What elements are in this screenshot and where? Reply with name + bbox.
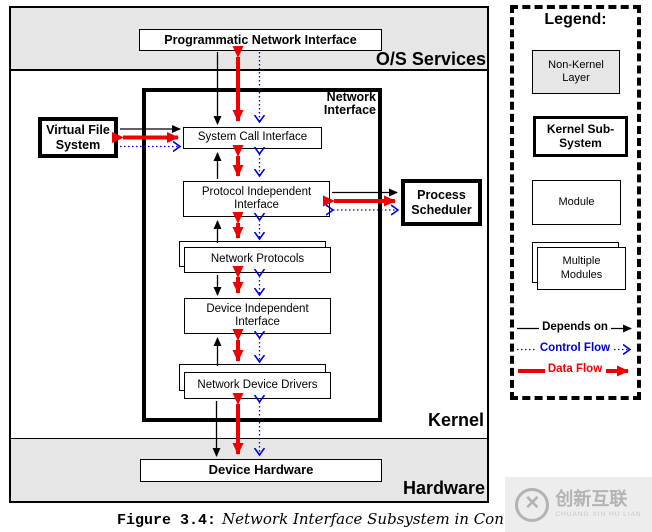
network-interface-subsystem-label: Network Interface (323, 90, 376, 118)
os-services-label: O/S Services (375, 49, 486, 69)
legend-depends-on-label: Depends on (538, 321, 612, 333)
process-scheduler-box: Process Scheduler (401, 179, 482, 226)
device-independent-interface-box: Device Independent Interface (184, 298, 331, 334)
watermark-logo-icon: ✕ (515, 487, 550, 522)
legend-multiple-modules: Multiple Modules (537, 247, 626, 290)
watermark-name: 创新互联 (555, 489, 628, 510)
figure-caption-number: Figure 3.4: (117, 512, 217, 529)
virtual-file-system-box: Virtual File System (38, 117, 118, 158)
legend-data-flow-label: Data Flow (542, 363, 608, 375)
watermark: ✕ 创新互联 CHUANG XIN HU LIAN (505, 477, 652, 532)
figure-caption: Figure 3.4: Network Interface Subsystem i… (117, 510, 647, 529)
protocol-independent-interface-box: Protocol Independent Interface (183, 181, 330, 217)
system-call-interface-box: System Call Interface (183, 127, 322, 149)
legend-control-flow-label: Control Flow (535, 342, 615, 354)
kernel-label: Kernel (427, 410, 484, 430)
legend-non-kernel-layer: Non-Kernel Layer (532, 50, 620, 94)
network-protocols-box: Network Protocols (184, 247, 331, 273)
network-device-drivers-box: Network Device Drivers (184, 372, 331, 399)
figure-caption-title: Network Interface Subsystem in Con (222, 510, 504, 528)
hardware-label: Hardware (402, 478, 485, 498)
legend-module: Module (532, 180, 621, 225)
legend-kernel-sub-system: Kernel Sub- System (533, 116, 628, 157)
legend-title: Legend: (544, 11, 607, 28)
device-hardware-box: Device Hardware (140, 459, 382, 482)
watermark-subtitle: CHUANG XIN HU LIAN (555, 511, 642, 518)
programmatic-network-interface-box: Programmatic Network Interface (139, 29, 382, 51)
